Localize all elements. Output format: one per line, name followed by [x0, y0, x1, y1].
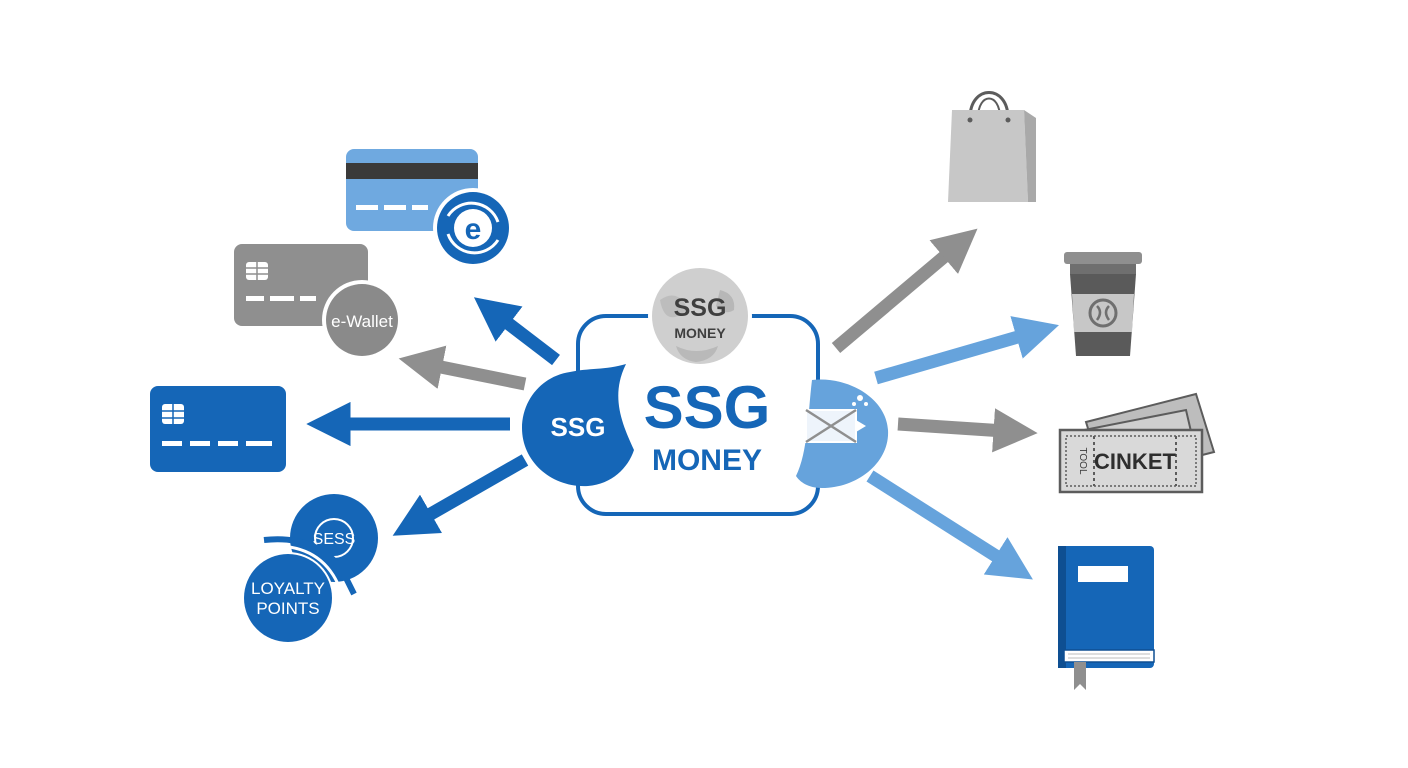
source-ewallet[interactable]: e-Wallet [234, 244, 402, 360]
arrows-left [306, 297, 560, 536]
destination-book[interactable] [1058, 546, 1155, 690]
ewallet-label: e-Wallet [331, 312, 393, 331]
arrow-to-card-top [473, 297, 560, 366]
destination-coffee[interactable] [1064, 252, 1142, 356]
credit-card-chip-icon [150, 386, 286, 472]
arrows-right [831, 228, 1059, 580]
hub-title: SSG [644, 374, 771, 441]
hub-right-emblem [796, 379, 889, 488]
hub-badge-line1: SSG [674, 294, 727, 322]
ssg-money-hub[interactable]: SSG MONEY SSG SSG MONEY [522, 264, 889, 516]
arrow-to-tickets [897, 408, 1038, 453]
book-icon [1058, 546, 1155, 690]
hub-left-emblem: SSG [522, 364, 634, 487]
arrow-to-ewallet [398, 345, 527, 391]
loyalty-coin-label: SESS [313, 531, 356, 548]
ticket-label: CINKET [1094, 449, 1176, 474]
hub-subtitle: MONEY [652, 444, 762, 477]
loyalty-coin-front: LOYALTY POINTS [242, 552, 334, 644]
hub-top-badge: SSG MONEY [648, 264, 752, 368]
arrow-to-shopping [831, 228, 978, 353]
card-badge-letter: e [465, 213, 482, 246]
envelope-sparkle-icon [796, 395, 868, 444]
coffee-cup-icon [1064, 252, 1142, 356]
loyalty-label-line1: LOYALTY [251, 579, 325, 598]
ewallet-badge: e-Wallet [322, 280, 402, 360]
ticket-icon: TOOL CINKET [1058, 392, 1216, 494]
source-card-light-blue[interactable]: e [346, 149, 513, 268]
e-refresh-icon: e [433, 188, 513, 268]
arrow-to-book [866, 470, 1033, 580]
source-card-blue-solid[interactable] [150, 386, 286, 472]
destination-shopping[interactable] [948, 91, 1036, 203]
arrow-to-coffee [874, 316, 1059, 385]
shopping-bag-icon [948, 91, 1036, 202]
source-loyalty-points[interactable]: SESS LOYALTY POINTS [242, 494, 378, 644]
hub-left-emblem-text: SSG [551, 412, 606, 442]
hub-badge-line2: MONEY [674, 325, 726, 341]
loyalty-label-line2: POINTS [256, 599, 319, 618]
ticket-side-label: TOOL [1077, 447, 1088, 474]
destination-tickets[interactable]: TOOL CINKET [1058, 392, 1216, 494]
arrow-to-loyalty [392, 454, 529, 536]
